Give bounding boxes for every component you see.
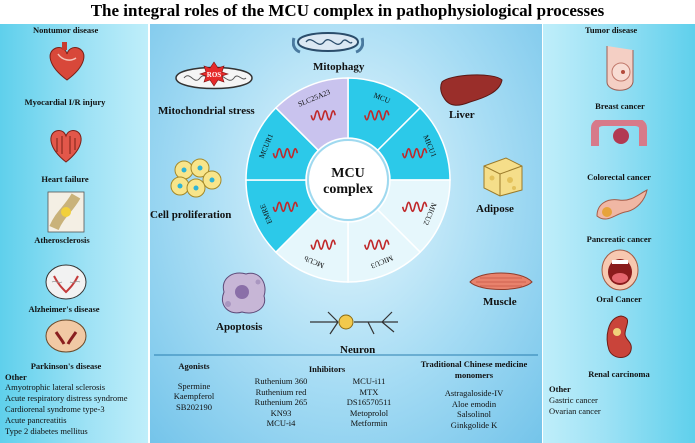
adipose-label: Adipose — [476, 203, 514, 215]
muscle-icon — [469, 272, 533, 290]
list-item: Astragaloside-IV — [444, 388, 504, 399]
list-item: Ginkgolide K — [450, 419, 498, 430]
list-item: MTX — [359, 386, 379, 397]
liver-icon — [440, 74, 503, 106]
left-item-label: Heart failure — [41, 174, 89, 184]
left-item-label: Myocardial I/R injury — [24, 97, 106, 107]
brain-icon — [45, 264, 87, 300]
protein-structure-icon — [272, 147, 299, 159]
muscle-label: Muscle — [483, 296, 517, 308]
left-item-label: Atherosclerosis — [34, 235, 90, 245]
adipose-icon — [483, 157, 523, 197]
list-item: Cardiorenal syndrome type-3 — [5, 404, 105, 414]
inhibitors-heading: Inhibitors — [308, 364, 346, 374]
wheel-segment — [274, 77, 349, 152]
neuron-icon — [310, 311, 398, 335]
list-item: Acute pancreatitis — [5, 415, 67, 425]
nontumor-heading: Nontumor disease — [33, 25, 99, 35]
inhibitors-list-b: MCU-i11 MTX DS16570511 Metoprolol Metfor… — [326, 376, 412, 429]
heart-icon — [49, 42, 85, 81]
breast-icon — [606, 46, 634, 91]
right-other-heading: Other — [549, 384, 571, 394]
protein-structure-icon — [272, 201, 299, 213]
list-item: MCU-i4 — [266, 418, 296, 429]
protein-structure-icon — [364, 239, 390, 250]
inhibitors-column: Inhibitors Ruthenium 360 Ruthenium red R… — [242, 364, 412, 428]
list-item: MCU-i11 — [352, 376, 386, 386]
mouth-icon — [601, 249, 639, 291]
list-item: Ruthenium red — [255, 386, 307, 397]
left-other-list: Amyotrophic lateral sclerosis Acute resp… — [5, 382, 128, 437]
right-item-label: Pancreatic cancer — [586, 234, 652, 244]
list-item: Metoprolol — [349, 407, 389, 418]
tcm-heading: Traditional Chinese medicine monomers — [420, 359, 528, 380]
agonists-column: Agonists Spermine Kaempferol SB202190 — [164, 361, 224, 412]
nontumor-panel: Nontumor disease Myocardial I/R injury H… — [0, 24, 148, 443]
tcm-column: Traditional Chinese medicine monomers As… — [406, 359, 542, 431]
atherosclerosis-icon — [47, 191, 85, 233]
list-item: SB202190 — [176, 401, 212, 412]
apoptotic-cell-icon — [222, 272, 266, 314]
list-item: Metformin — [350, 418, 388, 429]
apoptosis-label: Apoptosis — [216, 321, 263, 333]
ros-label: ROS — [207, 71, 222, 79]
list-item: Spermine — [177, 380, 211, 391]
mitophagy-label: Mitophagy — [313, 61, 365, 73]
colon-icon — [591, 120, 647, 146]
mcu-center-panel: Mitophagy ROS Mitochondrial stress Liver… — [150, 24, 542, 443]
protein-structure-icon — [401, 201, 428, 213]
protein-structure-icon — [401, 147, 428, 159]
left-item-label: Alzheimer's disease — [28, 304, 100, 314]
mitophagy-icon — [292, 32, 364, 54]
left-item-label: Parkinson's disease — [30, 361, 102, 371]
list-item: Salsolinol — [456, 409, 491, 420]
list-item: Acute respiratory distress syndrome — [5, 393, 128, 403]
figure-title: The integral roles of the MCU complex in… — [90, 1, 605, 20]
list-item: Type 2 diabetes mellitus — [5, 426, 88, 436]
tumor-panel: Tumor disease Breast cancer Colorectal c… — [543, 24, 695, 443]
mitochondrion-icon: ROS — [175, 61, 253, 90]
list-item: Gastric cancer — [549, 395, 598, 405]
list-item: KN93 — [270, 407, 292, 418]
divider-line — [154, 354, 538, 356]
list-item: Amyotrophic lateral sclerosis — [5, 382, 106, 392]
agonists-heading: Agonists — [178, 361, 210, 371]
list-item: Ruthenium 360 — [254, 376, 308, 386]
protein-structure-icon — [310, 110, 336, 121]
list-item: Ruthenium 265 — [254, 397, 308, 408]
list-item: Ovarian cancer — [549, 406, 601, 416]
brain-section-icon — [45, 319, 87, 353]
protein-structure-icon — [364, 110, 390, 121]
kidney-icon — [606, 315, 632, 358]
mito-stress-label: Mitochondrial stress — [158, 105, 255, 117]
hub-label: MCU — [331, 166, 364, 181]
list-item: Kaempferol — [173, 391, 215, 402]
hub-label: complex — [323, 182, 373, 197]
right-item-label: Oral Cancer — [596, 294, 642, 304]
mcu-wheel: MCUMICU1MICU2MICU3MCUbEMREMCUR1SLC25A23M… — [245, 77, 451, 283]
list-item: DS16570511 — [346, 397, 392, 408]
inhibitors-list-a: Ruthenium 360 Ruthenium red Ruthenium 26… — [242, 376, 320, 429]
neuron-label: Neuron — [340, 344, 376, 356]
right-other-list: Gastric cancer Ovarian cancer — [549, 395, 601, 417]
protein-structure-icon — [310, 239, 336, 250]
liver-label: Liver — [449, 109, 475, 121]
tumor-heading: Tumor disease — [585, 25, 638, 35]
right-item-label: Breast cancer — [595, 101, 645, 111]
cell-prolif-label: Cell proliferation — [150, 209, 232, 221]
heart-failure-icon — [50, 130, 82, 163]
cell-cluster-icon — [170, 158, 222, 198]
left-other-heading: Other — [5, 372, 27, 382]
hub-circle — [307, 139, 389, 221]
list-item: Aloe emodin — [451, 398, 497, 409]
pancreas-icon — [596, 189, 648, 220]
drug-box: Agonists Spermine Kaempferol SB202190 In… — [150, 354, 542, 443]
right-item-label: Colorectal cancer — [587, 172, 651, 182]
right-item-label: Renal carcinoma — [588, 369, 650, 379]
